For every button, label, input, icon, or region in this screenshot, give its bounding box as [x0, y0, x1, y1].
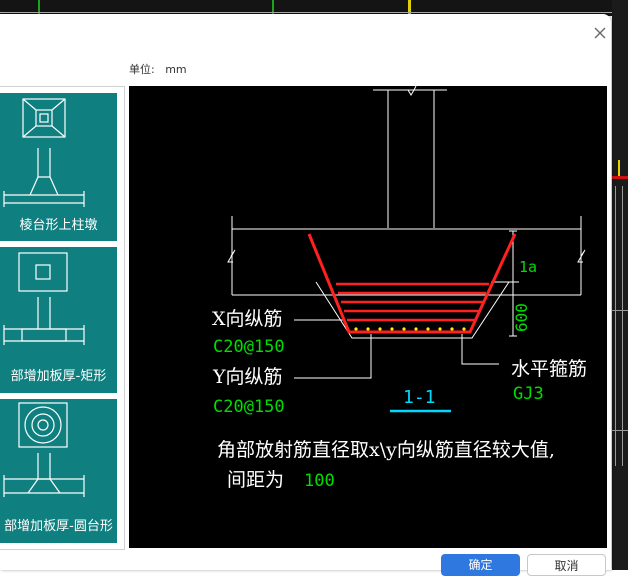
- cancel-button[interactable]: 取消: [527, 554, 606, 576]
- column-outline: [373, 86, 447, 228]
- thumbnail-item-round-thickening[interactable]: 部增加板厚-圆台形: [0, 399, 117, 543]
- thumbnail-caption: 棱台形上柱墩: [19, 218, 98, 233]
- thumbnail-item-rect-thickening[interactable]: 部增加板厚-矩形: [0, 247, 117, 393]
- section-drawing: 1a 600 X向纵筋 C20@150 Y向纵筋 C20@150 水平箍筋 GJ…: [212, 86, 587, 491]
- note-line-1: 角部放射筋直径取x\y向纵筋直径较大值,: [217, 439, 555, 461]
- section-label: 1-1: [403, 387, 436, 408]
- x-bar-label: X向纵筋: [212, 308, 283, 330]
- section-preview: 1a 600 X向纵筋 C20@150 Y向纵筋 C20@150 水平箍筋 GJ…: [129, 86, 607, 548]
- hoop-label: 水平箍筋: [511, 358, 587, 380]
- frustum-column-pier-icon: [3, 98, 85, 207]
- round-frustum-slab-thickening-icon: [3, 402, 85, 497]
- rect-slab-thickening-icon: [3, 252, 85, 345]
- note-line-2: 间距为: [227, 469, 284, 491]
- pier-depth-label: 600: [512, 303, 531, 332]
- dimension-lines: [294, 230, 517, 379]
- hoop-value: GJ3: [513, 384, 544, 404]
- rebar-dots: [354, 327, 466, 331]
- x-bar-value: C20@150: [213, 337, 285, 357]
- thumbnail-caption: 部增加板厚-矩形: [10, 369, 107, 384]
- close-icon: [594, 27, 606, 39]
- confirm-button[interactable]: 确定: [441, 554, 520, 576]
- close-button[interactable]: [590, 23, 610, 43]
- background-cad-canvas: [612, 0, 628, 570]
- rebar-stirrup: [307, 233, 517, 334]
- thumbnail-item-frustum-pier[interactable]: 棱台形上柱墩: [0, 93, 117, 241]
- spacing-value: 100: [304, 471, 335, 491]
- slab-outline: [227, 216, 586, 339]
- anchor-length-label: 1a: [519, 258, 537, 276]
- horizontal-rebars: [336, 282, 489, 322]
- unit-label-text: 单位:: [129, 63, 155, 76]
- thumbnail-caption: 部增加板厚-圆台形: [4, 519, 113, 534]
- unit-label: 单位: mm: [129, 61, 187, 77]
- background-cad-top-strip: [0, 0, 628, 16]
- unit-value: mm: [165, 63, 187, 76]
- y-bar-value: C20@150: [213, 397, 285, 417]
- type-thumbnail-list: 棱台形上柱墩 部增加板厚-矩形: [0, 86, 125, 550]
- y-bar-label: Y向纵筋: [212, 366, 283, 388]
